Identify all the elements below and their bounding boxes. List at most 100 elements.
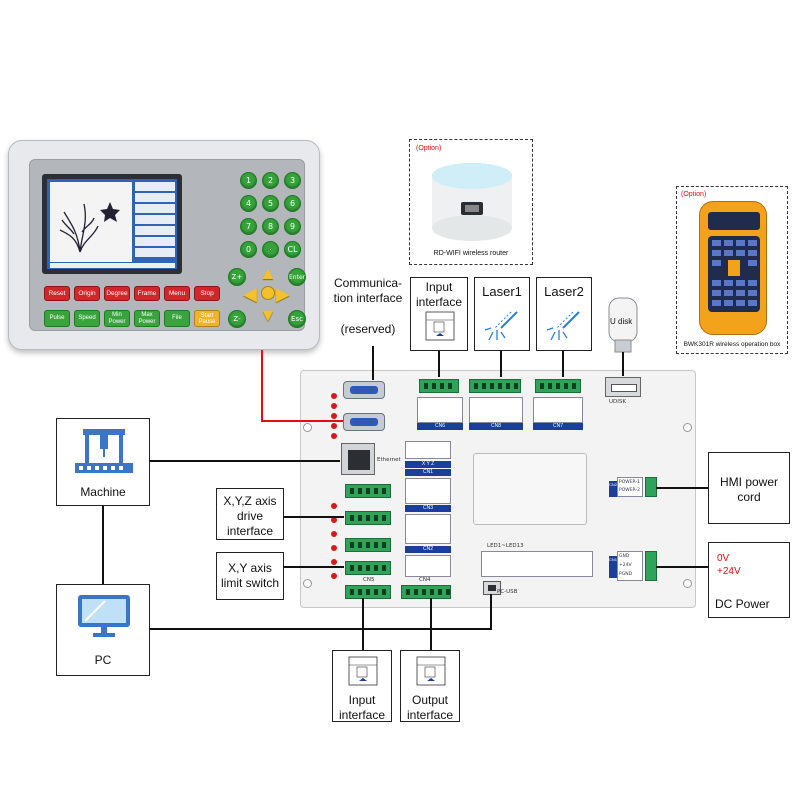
key-3[interactable]: 3 [284,172,301,189]
machine-pc-wire [102,506,104,584]
key-8[interactable]: 8 [262,218,279,235]
led [331,559,337,565]
key-1[interactable]: 1 [240,172,257,189]
pc-box: PC [56,584,150,676]
arrow-right-icon[interactable]: ▶ [276,284,290,304]
key-5[interactable]: 5 [262,195,279,212]
speed-button[interactable]: Speed [74,310,100,327]
start-pause-button[interactable]: Start Pause [194,310,220,327]
key-zplus[interactable]: Z+ [228,268,246,286]
dsub-connector-reserved [343,381,385,399]
udisk-port-label: UDISK [609,399,626,405]
terminal-limit [345,561,391,575]
seaweed-star-graphic [59,202,120,253]
xyz-drive-label: X,Y,Z axis drive interface [223,494,277,538]
pin-table-cn3 [405,514,451,544]
key-2[interactable]: 2 [262,172,279,189]
dc-pin-pgnd: PGND [619,572,633,577]
led [331,433,337,439]
pin-table-dc: GND +24V PGND [617,551,643,581]
frame-button[interactable]: Frame [134,286,160,301]
output-interface-label: Output interface [406,693,454,722]
dsub-connector-hmi [343,413,385,431]
cn6-label: CN6 [417,423,463,430]
key-esc[interactable]: Esc [288,310,306,328]
stop-button[interactable]: Stop [194,286,220,301]
machine-box: Machine [56,418,150,506]
power-pin-2: POWER-2 [619,488,640,493]
dc-power-label: DC Power [715,597,770,611]
origin-button[interactable]: Origin [74,286,100,301]
terminal-cn5 [345,585,391,599]
led [331,573,337,579]
hmi-face: 1 2 3 4 5 6 7 8 9 0 . CL Z+ Enter Z- Esc… [29,159,306,331]
option-label: (Option) [681,191,707,198]
arrow-up-icon[interactable]: ▲ [259,263,277,283]
pin-table-led [481,551,593,577]
input-interface-label: Input interface [415,280,463,309]
key-7[interactable]: 7 [240,218,257,235]
power-pin-1: POWER-1 [619,480,640,485]
optocoupler-schematic-icon [425,311,455,341]
mount-hole [683,579,692,588]
key-enter[interactable]: Enter [288,268,306,286]
machine-label: Machine [80,485,126,499]
led-range-label: LED1~LED13 [487,543,524,549]
wifi-router-icon [432,163,512,241]
input-bottom-wire [362,598,364,650]
min-power-button[interactable]: Min Power [104,310,130,327]
terminal-z [345,538,391,552]
limit-switch-wire [284,566,344,568]
led [331,517,337,523]
mount-hole [303,423,312,432]
key-dot[interactable]: . [262,241,279,258]
key-9[interactable]: 9 [284,218,301,235]
communication-interface-label: Communica- tion interface [333,276,403,305]
degree-button[interactable]: Degree [104,286,130,301]
cn8-label: CN8 [469,423,523,430]
key-zminus[interactable]: Z- [228,310,246,328]
bwk-caption: BWK301R wireless operation box [683,341,781,348]
key-cl[interactable]: CL [284,241,301,258]
cn7-label: CN7 [533,423,583,430]
hmi-power-box: HMI power cord [708,452,790,524]
output-bottom-wire [430,598,432,650]
key-0[interactable]: 0 [240,241,257,258]
comm-wire [372,346,374,380]
pin-table-power: POWER-1 POWER-2 [617,477,643,497]
lcd-frame [42,174,182,274]
key-6[interactable]: 6 [284,195,301,212]
menu-button[interactable]: Menu [164,286,190,301]
arrow-down-icon[interactable]: ▼ [259,305,277,325]
cn2-label: CN2 [405,546,451,553]
center-button[interactable] [261,286,275,300]
zero-volt-label: 0V [717,553,730,564]
led [331,503,337,509]
terminal-cn8 [469,379,521,393]
usb-stick-icon [608,297,638,353]
laser-beam-icon [484,311,518,341]
lcd-screen [47,179,177,269]
file-button[interactable]: File [164,310,190,327]
remote-display [708,212,760,230]
dc-power-wire [656,566,708,568]
center-window [473,453,587,525]
hmi-link-wire [261,350,263,422]
input-interface-box-bottom: Input interface [332,650,392,722]
dc-power-box: 0V +24V DC Power [708,542,790,618]
led [331,531,337,537]
reset-button[interactable]: Reset [44,286,70,301]
terminal-cn4 [401,585,451,599]
xyz-drive-box: X,Y,Z axis drive interface [216,488,284,540]
max-power-button[interactable]: Max Power [134,310,160,327]
laser2-box: Laser2 [536,277,592,351]
lcd-side-panel [135,182,175,262]
pulse-button[interactable]: Pulse [44,310,70,327]
arrow-left-icon[interactable]: ◀ [243,284,257,304]
key-4[interactable]: 4 [240,195,257,212]
limit-switch-box: X,Y axis limit switch [216,552,284,600]
led [331,413,337,419]
option-label: (Option) [416,145,442,152]
terminal-x [345,484,391,498]
pc-usb-label: PC-USB [497,589,518,595]
